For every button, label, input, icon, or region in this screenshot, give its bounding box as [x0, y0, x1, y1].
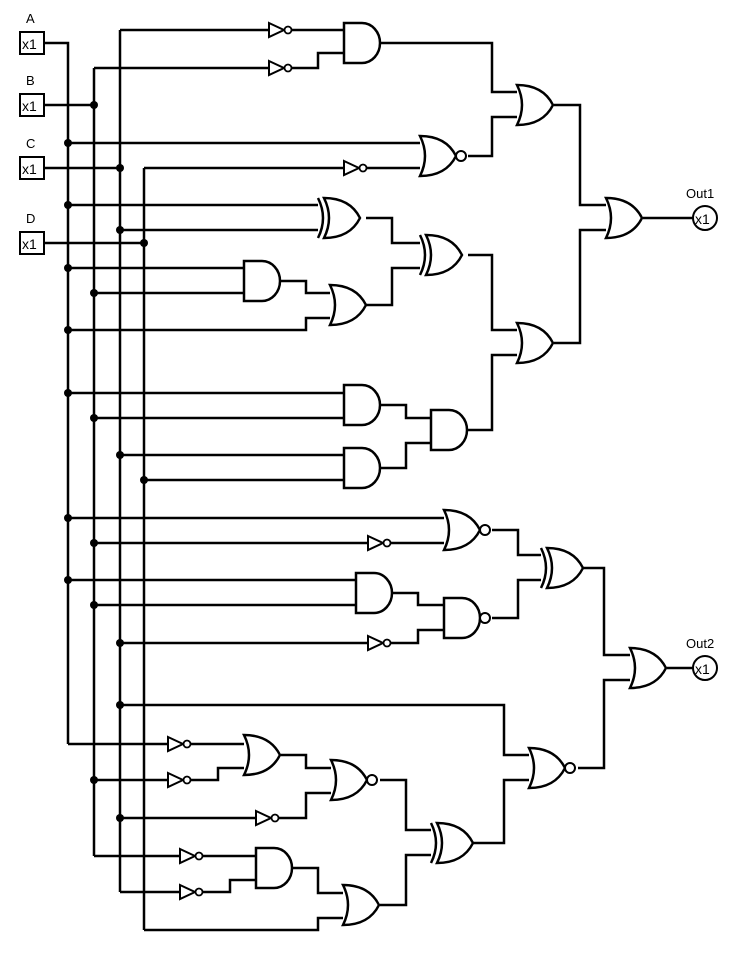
input-b: B x1 — [19, 73, 45, 117]
not-gate — [343, 160, 368, 176]
junction-dots — [64, 101, 148, 822]
input-b-box — [19, 93, 45, 117]
not-gate — [255, 810, 280, 826]
and-gate — [429, 408, 469, 452]
input-c-value: x1 — [22, 161, 37, 177]
input-a: A x1 — [19, 11, 45, 55]
not-gate — [268, 22, 293, 38]
and-gate — [342, 383, 382, 427]
output-out1: Out1 x1 — [686, 186, 718, 231]
and-gate — [254, 846, 294, 890]
input-a-value: x1 — [22, 36, 37, 52]
and-gate — [354, 571, 394, 615]
bus-b — [44, 68, 96, 856]
bus-a — [44, 41, 70, 744]
input-d: D x1 — [19, 211, 45, 255]
output-out2-value: x1 — [695, 661, 710, 677]
nor-gate — [329, 758, 379, 802]
input-b-value: x1 — [22, 98, 37, 114]
or-gate — [515, 321, 555, 365]
output-out2-label: Out2 — [686, 636, 714, 651]
bus-d — [44, 168, 146, 930]
input-a-label: A — [26, 11, 35, 26]
xor-gate — [418, 233, 464, 277]
and-gate — [342, 21, 382, 65]
not-gate — [167, 772, 192, 788]
input-a-box — [19, 31, 45, 55]
not-gate — [179, 884, 204, 900]
xor-gate — [539, 546, 585, 590]
not-gate — [268, 60, 293, 76]
and-gate — [242, 259, 282, 303]
bus-c — [44, 30, 122, 892]
or-gate-out1 — [604, 196, 644, 240]
gates — [167, 21, 668, 927]
or-gate — [328, 283, 368, 327]
nor-gate — [442, 508, 492, 552]
not-gate — [367, 535, 392, 551]
output-out1-label: Out1 — [686, 186, 714, 201]
output-out2-circle — [692, 655, 718, 681]
input-c: C x1 — [19, 136, 45, 180]
input-d-label: D — [26, 211, 35, 226]
output-out1-circle — [692, 205, 718, 231]
output-out2: Out2 x1 — [686, 636, 718, 681]
not-gate — [167, 736, 192, 752]
or-gate — [515, 83, 555, 127]
not-gate — [367, 635, 392, 651]
nor-gate — [418, 134, 468, 178]
wires — [44, 28, 693, 932]
input-c-box — [19, 156, 45, 180]
or-gate — [341, 883, 381, 927]
input-d-box — [19, 231, 45, 255]
nand-gate — [442, 596, 492, 640]
nor-gate — [527, 746, 577, 790]
output-out1-value: x1 — [695, 211, 710, 227]
xor-gate — [316, 196, 362, 240]
or-gate-out2 — [628, 646, 668, 690]
input-c-label: C — [26, 136, 35, 151]
not-gate — [179, 848, 204, 864]
or-gate — [242, 733, 282, 777]
input-d-value: x1 — [22, 236, 37, 252]
input-b-label: B — [26, 73, 35, 88]
and-gate — [342, 446, 382, 490]
xor-gate — [429, 821, 475, 865]
